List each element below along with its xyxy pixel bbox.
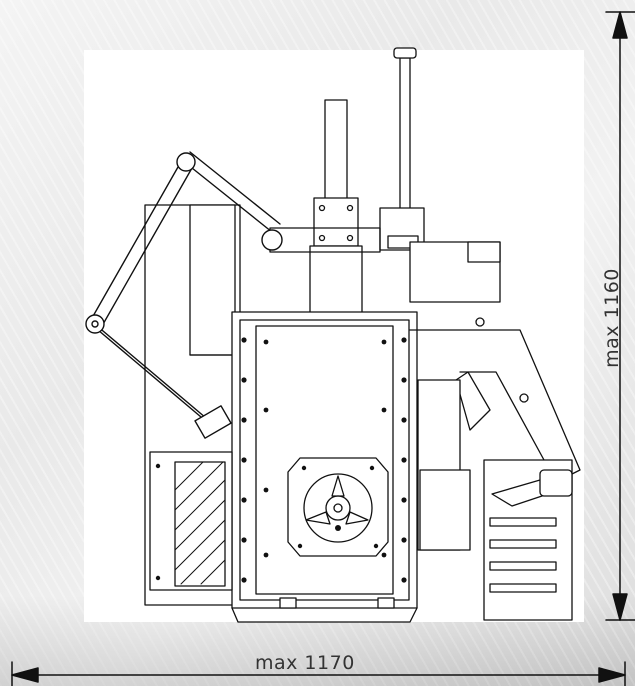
side-box [149, 451, 233, 591]
height-dimension-label: max 1160 [601, 268, 623, 368]
pedal-stand [483, 459, 573, 621]
helper-arm [85, 151, 283, 439]
mount-arm [379, 47, 425, 251]
turntable [287, 457, 389, 557]
height-dimension-line [605, 11, 635, 621]
width-dimension-line [11, 661, 626, 686]
width-dimension-label: max 1170 [255, 652, 355, 674]
bead-breaker [409, 241, 581, 551]
